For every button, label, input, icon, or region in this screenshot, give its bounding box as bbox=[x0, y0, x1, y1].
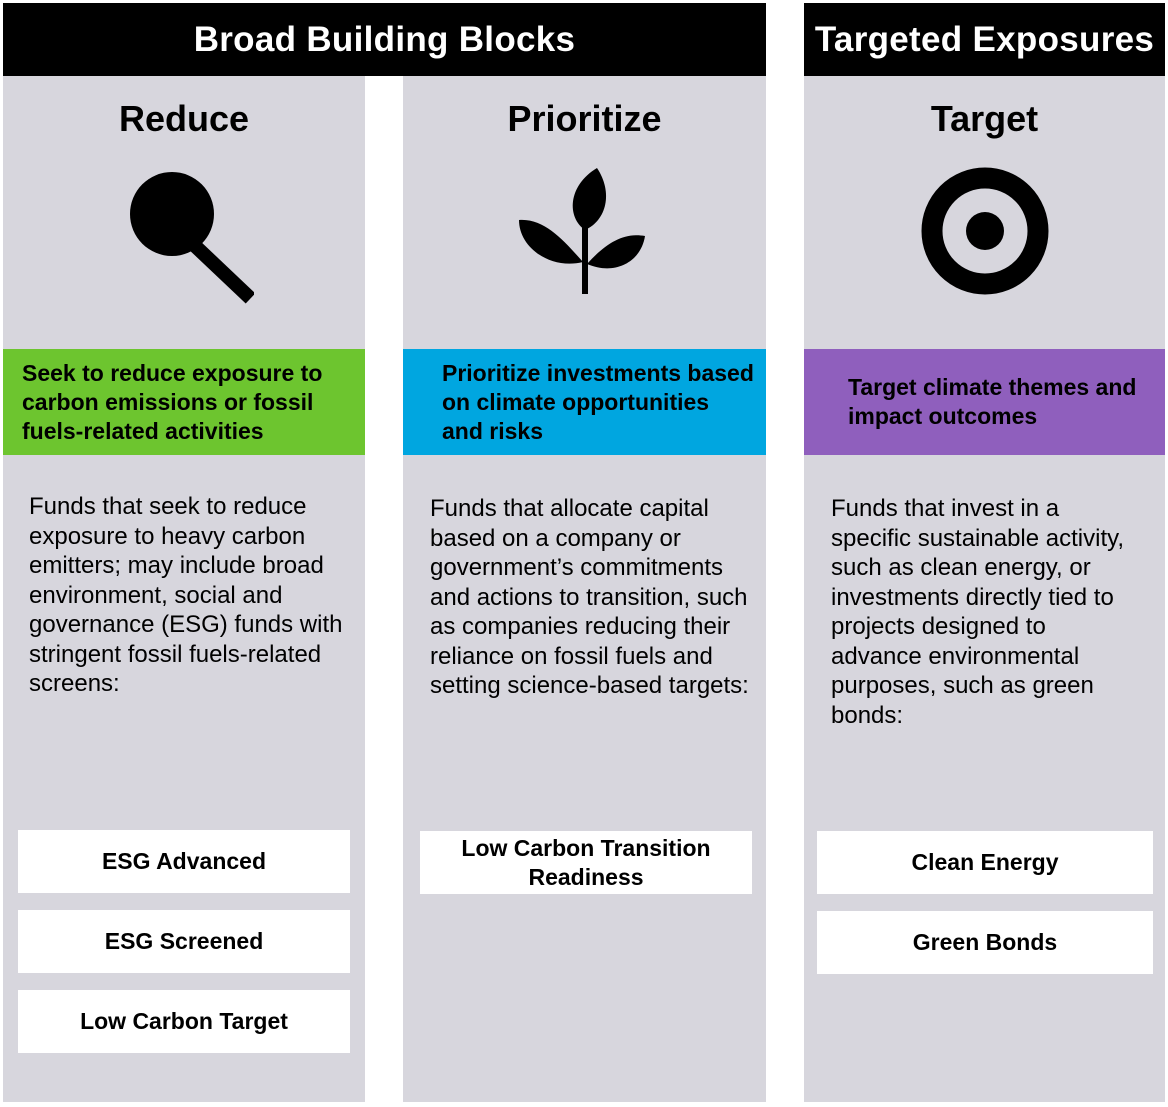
column-reduce: Reduce Seek to reduce exposure to carbon… bbox=[3, 76, 365, 1102]
chip-esg-advanced: ESG Advanced bbox=[18, 830, 350, 893]
targeted-exposures-header: Targeted Exposures bbox=[804, 3, 1165, 76]
chip-low-carbon-target: Low Carbon Target bbox=[18, 990, 350, 1053]
band-text-target: Target climate themes and impact outcome… bbox=[848, 374, 1137, 429]
chip-clean-energy: Clean Energy bbox=[817, 831, 1153, 894]
plant-sprout-icon bbox=[403, 166, 766, 306]
band-target: Target climate themes and impact outcome… bbox=[804, 349, 1165, 455]
band-text-reduce: Seek to reduce exposure to carbon emissi… bbox=[22, 359, 323, 444]
chip-esg-screened: ESG Screened bbox=[18, 910, 350, 973]
column-title-prioritize: Prioritize bbox=[507, 98, 662, 139]
band-text-prioritize: Prioritize investments based on climate … bbox=[442, 359, 754, 444]
band-prioritize: Prioritize investments based on climate … bbox=[403, 349, 766, 455]
target-icon bbox=[804, 166, 1165, 306]
chip-low-carbon-transition-readiness: Low Carbon Transition Readiness bbox=[420, 831, 752, 894]
column-target: Target Target climate themes and impact … bbox=[804, 76, 1165, 1102]
column-prioritize: Prioritize Prioritize investments based … bbox=[403, 76, 766, 1102]
description-prioritize: Funds that allocate capital based on a c… bbox=[430, 495, 749, 699]
description-reduce: Funds that seek to reduce exposure to he… bbox=[29, 493, 343, 697]
column-title-target: Target bbox=[930, 98, 1039, 139]
broad-building-blocks-header: Broad Building Blocks bbox=[3, 3, 766, 76]
band-reduce: Seek to reduce exposure to carbon emissi… bbox=[3, 349, 365, 455]
description-target: Funds that invest in a specific sustaina… bbox=[831, 495, 1125, 729]
magnifying-glass-icon bbox=[3, 166, 365, 306]
chip-green-bonds: Green Bonds bbox=[817, 911, 1153, 974]
column-title-reduce: Reduce bbox=[118, 98, 250, 139]
